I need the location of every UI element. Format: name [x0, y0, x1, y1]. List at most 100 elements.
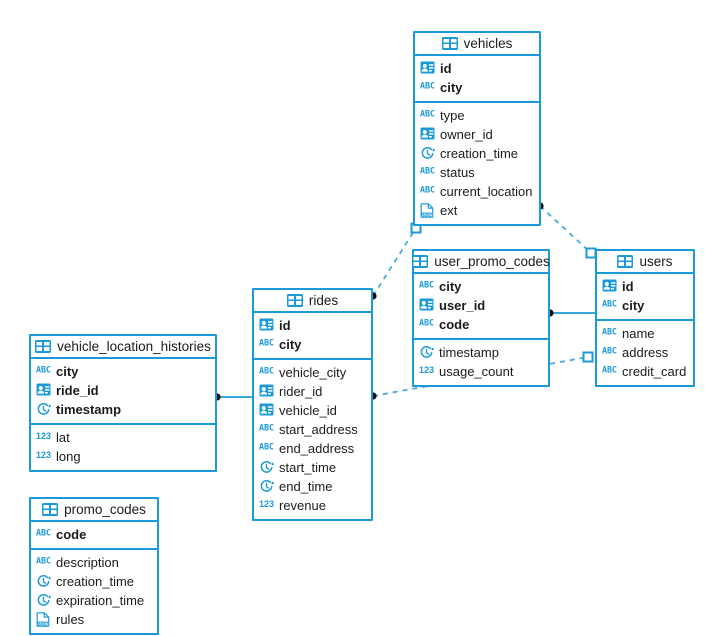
column-row[interactable]: timestamp	[31, 400, 215, 419]
column-row[interactable]: timestamp	[414, 343, 548, 362]
key-person-card-icon	[419, 298, 434, 313]
column-name: description	[56, 555, 119, 570]
svg-text:ABC: ABC	[259, 338, 274, 348]
svg-text:JSON: JSON	[421, 212, 432, 217]
table-name: promo_codes	[64, 501, 146, 517]
column-name: status	[440, 165, 475, 180]
column-name: city	[440, 80, 463, 95]
column-row[interactable]: ABC name	[597, 324, 693, 343]
clock-icon	[419, 345, 434, 360]
column-row[interactable]: id	[254, 316, 371, 335]
table-header[interactable]: rides	[254, 290, 371, 313]
edge-vehicles-to-rides[interactable]	[372, 227, 417, 297]
column-row[interactable]: owner_id	[415, 125, 539, 144]
column-row[interactable]: start_time	[254, 458, 371, 477]
column-name: code	[56, 527, 87, 542]
123-number-icon: 123	[36, 449, 51, 464]
column-row[interactable]: rider_id	[254, 382, 371, 401]
table-header[interactable]: user_promo_codes	[412, 251, 550, 274]
abc-text-icon: ABC	[259, 337, 274, 352]
column-row[interactable]: expiration_time	[31, 591, 157, 610]
svg-text:123: 123	[419, 365, 434, 375]
abc-text-icon: ABC	[602, 326, 617, 341]
abc-text-icon: ABC	[36, 555, 51, 570]
table-grid-icon	[35, 340, 52, 353]
svg-text:ABC: ABC	[36, 556, 51, 566]
table-name: user_promo_codes	[434, 253, 550, 269]
edge-vehicles-to-users[interactable]	[539, 205, 592, 254]
column-name: revenue	[279, 498, 326, 513]
table-name: users	[639, 253, 673, 269]
abc-text-icon: ABC	[420, 80, 435, 95]
column-section: timestamp 123 usage_count	[414, 340, 548, 385]
svg-text:ABC: ABC	[419, 318, 434, 328]
svg-text:ABC: ABC	[259, 366, 274, 376]
column-row[interactable]: 123 usage_count	[414, 362, 548, 381]
column-row[interactable]: ABC city	[415, 78, 539, 97]
column-name: usage_count	[439, 364, 514, 379]
column-row[interactable]: end_time	[254, 477, 371, 496]
table-name: vehicle_location_histories	[57, 338, 211, 354]
column-row[interactable]: ride_id	[31, 381, 215, 400]
column-name: rider_id	[279, 384, 323, 399]
svg-text:ABC: ABC	[420, 81, 435, 91]
json-document-icon: JSON	[420, 203, 435, 218]
abc-text-icon: ABC	[419, 279, 434, 294]
123-number-icon: 123	[259, 498, 274, 513]
table-header[interactable]: vehicle_location_histories	[31, 336, 215, 359]
column-row[interactable]: ABC description	[31, 553, 157, 572]
column-row[interactable]: creation_time	[415, 144, 539, 163]
column-row[interactable]: id	[597, 277, 693, 296]
abc-text-icon: ABC	[36, 364, 51, 379]
svg-text:JSON: JSON	[37, 621, 48, 626]
table-header[interactable]: vehicles	[415, 33, 539, 56]
column-row[interactable]: id	[415, 59, 539, 78]
123-number-icon: 123	[419, 364, 434, 379]
svg-text:123: 123	[259, 499, 274, 509]
column-row[interactable]: ABC status	[415, 163, 539, 182]
column-name: owner_id	[440, 127, 493, 142]
abc-text-icon: ABC	[420, 165, 435, 180]
abc-text-icon: ABC	[602, 364, 617, 379]
json-document-icon: JSON	[36, 612, 51, 627]
svg-text:ABC: ABC	[419, 280, 434, 290]
abc-text-icon: ABC	[259, 422, 274, 437]
column-row[interactable]: creation_time	[31, 572, 157, 591]
column-name: city	[622, 298, 645, 313]
column-row[interactable]: vehicle_id	[254, 401, 371, 420]
column-row[interactable]: 123 revenue	[254, 496, 371, 515]
column-name: current_location	[440, 184, 533, 199]
column-row[interactable]: user_id	[414, 296, 548, 315]
table-header[interactable]: users	[597, 251, 693, 274]
svg-text:ABC: ABC	[602, 346, 617, 356]
table-header[interactable]: promo_codes	[31, 499, 157, 522]
column-name: name	[622, 326, 655, 341]
